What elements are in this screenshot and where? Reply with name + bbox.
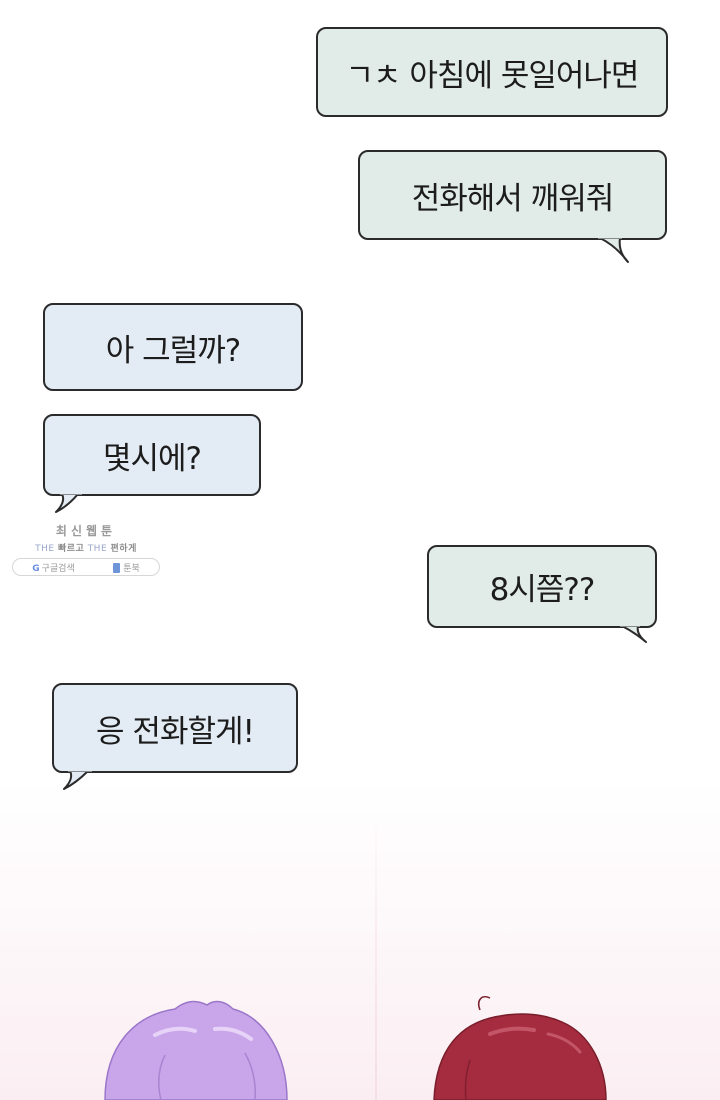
speech-bubble-6: 응 전화할게! bbox=[52, 683, 298, 773]
watermark-easy: 편하게 bbox=[110, 544, 137, 554]
speech-bubble-5-tail bbox=[620, 623, 647, 643]
watermark-google-label: 구글검색 bbox=[41, 563, 75, 574]
speech-bubble-2: 전화해서 깨워줘 bbox=[358, 150, 667, 240]
speech-bubble-2-tail bbox=[598, 235, 629, 263]
speech-text-4: 몇시에? bbox=[102, 440, 202, 477]
speech-bubble-5: 8시쯤?? bbox=[427, 545, 657, 628]
watermark-title: 최신웹툰 bbox=[55, 524, 117, 538]
watermark-the-2: THE bbox=[87, 544, 108, 554]
panel-divider bbox=[375, 800, 377, 1100]
watermark-the-1: THE bbox=[35, 544, 55, 554]
speech-text-3: 아 그럴까? bbox=[105, 332, 241, 369]
watermark-fast: 빠르고 bbox=[57, 544, 85, 554]
speech-text-1: ㄱㅊ 아침에 못일어나면 bbox=[345, 57, 640, 94]
watermark-book: 툰북 bbox=[113, 561, 140, 574]
speech-bubble-4-tail bbox=[55, 491, 82, 513]
book-icon bbox=[113, 563, 121, 573]
speech-bubble-1: ㄱㅊ 아침에 못일어나면 bbox=[316, 27, 668, 117]
speech-bubble-6-tail bbox=[63, 768, 92, 790]
speech-bubble-4: 몇시에? bbox=[43, 414, 261, 496]
speech-text-2: 전화해서 깨워줘 bbox=[411, 180, 614, 217]
speech-text-5: 8시쯤?? bbox=[489, 572, 596, 608]
watermark-slogan: THE 빠르고 THE 편하게 bbox=[10, 541, 162, 554]
watermark-book-label: 툰북 bbox=[123, 563, 140, 574]
character-right-hair bbox=[433, 996, 607, 1100]
speech-bubble-3: 아 그럴까? bbox=[43, 303, 303, 391]
character-left-hair bbox=[104, 1000, 288, 1100]
google-icon: G bbox=[32, 563, 40, 574]
speech-text-6: 응 전화할게! bbox=[96, 713, 255, 750]
